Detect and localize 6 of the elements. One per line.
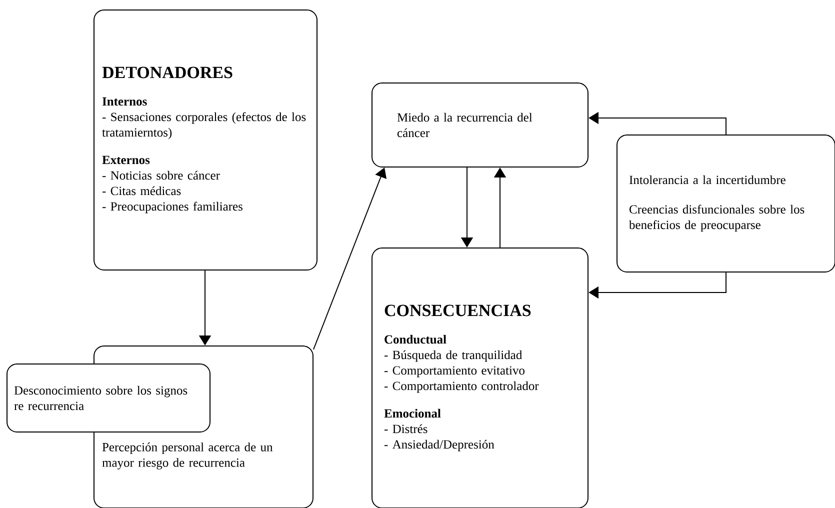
rounded-box: Miedo a la recurrencia del cáncer	[372, 82, 588, 168]
rounded-box: Intolerancia a la incertidumbre Creencias disfuncionales sobre los beneficios de preocuparse	[616, 134, 835, 272]
arrow	[588, 272, 726, 299]
rounded-box: Desconocimiento sobre los signos re recurrencia	[6, 364, 210, 432]
rounded-box: CONSECUENCIAS Conductual - Búsqueda de tranquilidad - Comportamiento evitativo - Comportamiento controlador Emocional - Distrés - Ansiedad/Depresión	[372, 248, 588, 508]
rounded-box: DETONADORES Internos - Sensaciones corporales (efectos de los tratamierntos) Externos - Noticias sobre cáncer - Citas médicas - Preocupaciones familiares	[94, 10, 318, 270]
